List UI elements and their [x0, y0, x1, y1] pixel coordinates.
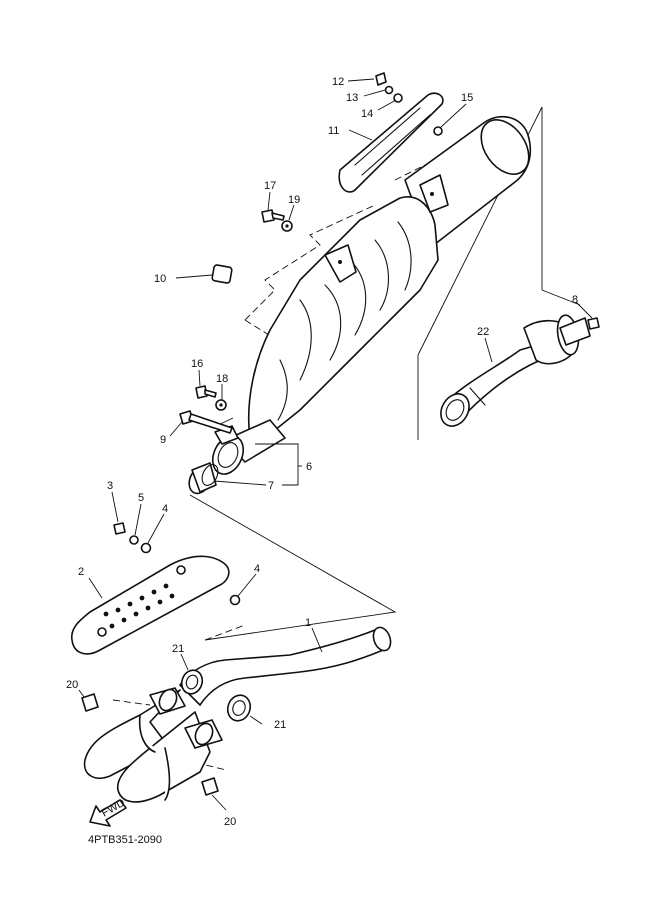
part-21-gaskets [180, 669, 252, 722]
callout-leaders [78, 78, 593, 811]
callout-22: 22 [477, 326, 489, 338]
callout-3: 3 [107, 480, 113, 492]
part-22-end-pipe [440, 314, 591, 427]
fwd-arrow-icon: FWD [89, 797, 127, 827]
callout-20-left: 20 [66, 679, 78, 691]
callout-15: 15 [461, 92, 473, 104]
muffler-body [224, 115, 532, 463]
callout-11: 11 [328, 125, 339, 137]
callout-5: 5 [138, 492, 144, 504]
alignment-lines [112, 106, 581, 771]
callout-numbers: 12 13 14 15 11 17 19 10 8 22 16 18 9 6 7… [66, 76, 578, 828]
callout-1: 1 [305, 617, 311, 629]
part-11-protector [338, 92, 444, 193]
callout-14: 14 [361, 108, 373, 120]
callout-17: 17 [264, 180, 276, 192]
callout-6: 6 [306, 461, 312, 473]
part-7-gasket [188, 462, 219, 495]
callout-7: 7 [268, 480, 274, 492]
callout-4-upper: 4 [162, 503, 168, 515]
part-1-exhaust-pipe [83, 626, 392, 803]
hardware-bolts-washers [81, 72, 600, 796]
callout-13: 13 [346, 92, 358, 104]
callout-21-lower: 21 [274, 719, 286, 731]
callout-9: 9 [160, 434, 166, 446]
callout-4-lower: 4 [254, 563, 260, 575]
callout-20-bottom: 20 [224, 816, 236, 828]
callout-8: 8 [572, 294, 578, 306]
part-2-perforated-protector [70, 555, 230, 655]
callout-16: 16 [191, 358, 203, 370]
diagram-reference-code: 4PTB351-2090 [88, 834, 162, 846]
callout-21-upper: 21 [172, 643, 184, 655]
callout-19: 19 [288, 194, 300, 206]
callout-18: 18 [216, 373, 228, 385]
callout-2: 2 [78, 566, 84, 578]
callout-10: 10 [154, 273, 166, 285]
callout-12: 12 [332, 76, 344, 88]
part-10-damper [211, 264, 233, 284]
